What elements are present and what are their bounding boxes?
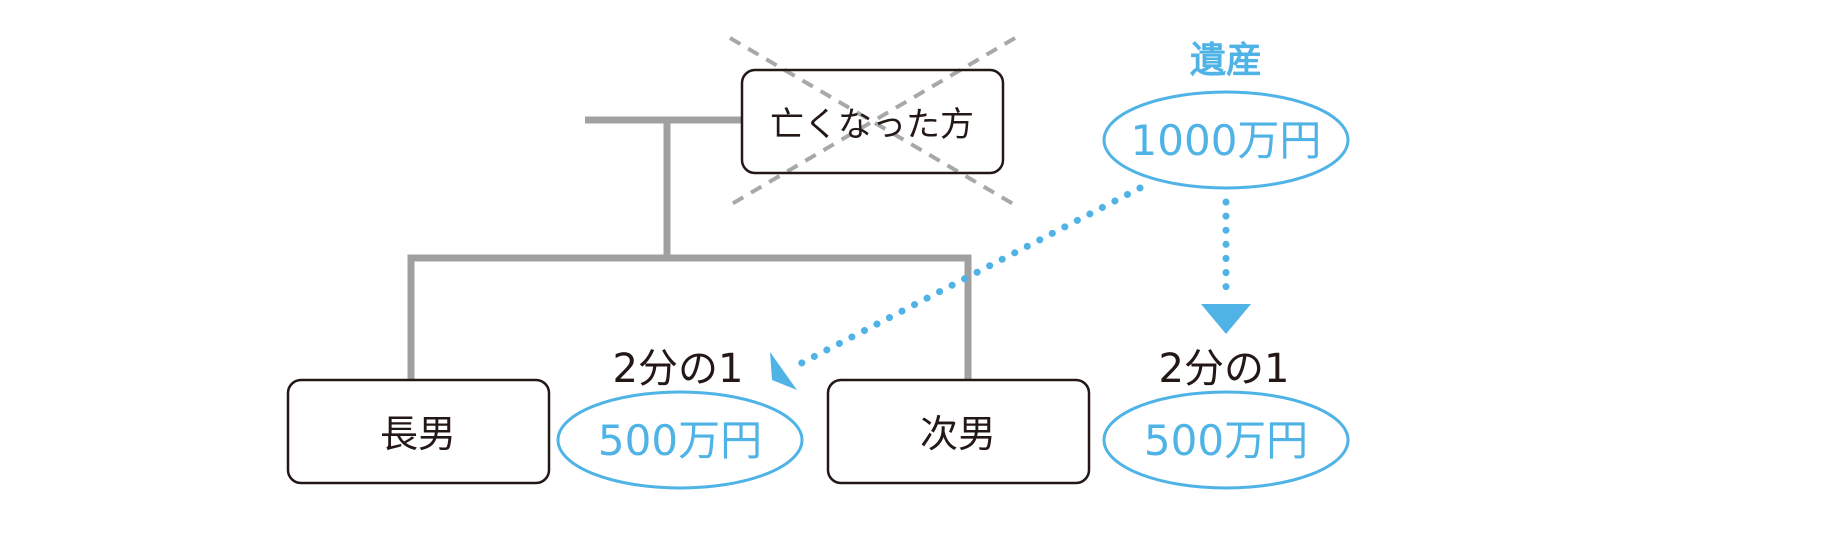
family-tree-lines	[407, 116, 972, 380]
second-share-fraction: 2分の1	[1159, 346, 1290, 392]
second-share-amount: 500万円	[1144, 416, 1308, 465]
estate-amount: 1000万円	[1131, 116, 1322, 165]
deceased-label: 亡くなった方	[770, 105, 974, 145]
eldest-son-node: 長男	[286, 378, 551, 485]
estate-ellipse	[1102, 90, 1350, 190]
second-share-group: 2分の1 500万円	[1102, 346, 1350, 490]
arrow-to-eldest-head	[770, 352, 797, 390]
arrow-to-eldest-line	[788, 184, 1144, 372]
eldest-share-group: 2分の1 500万円	[556, 346, 804, 490]
arrow-to-second-head	[1201, 304, 1251, 334]
deceased-cross-mark	[728, 36, 1017, 207]
estate-group: 遺産 1000万円	[1102, 40, 1350, 190]
deceased-node: 亡くなった方	[740, 68, 1005, 175]
children-line	[407, 254, 972, 380]
eldest-son-label: 長男	[380, 412, 456, 456]
second-son-label: 次男	[920, 412, 996, 456]
second-son-node: 次男	[826, 378, 1091, 485]
eldest-share-amount: 500万円	[598, 416, 762, 465]
second-share-ellipse	[1102, 390, 1350, 490]
eldest-share-ellipse	[556, 390, 804, 490]
eldest-share-fraction: 2分の1	[613, 346, 744, 392]
estate-label: 遺産	[1190, 40, 1262, 81]
estate-arrows	[770, 184, 1251, 390]
